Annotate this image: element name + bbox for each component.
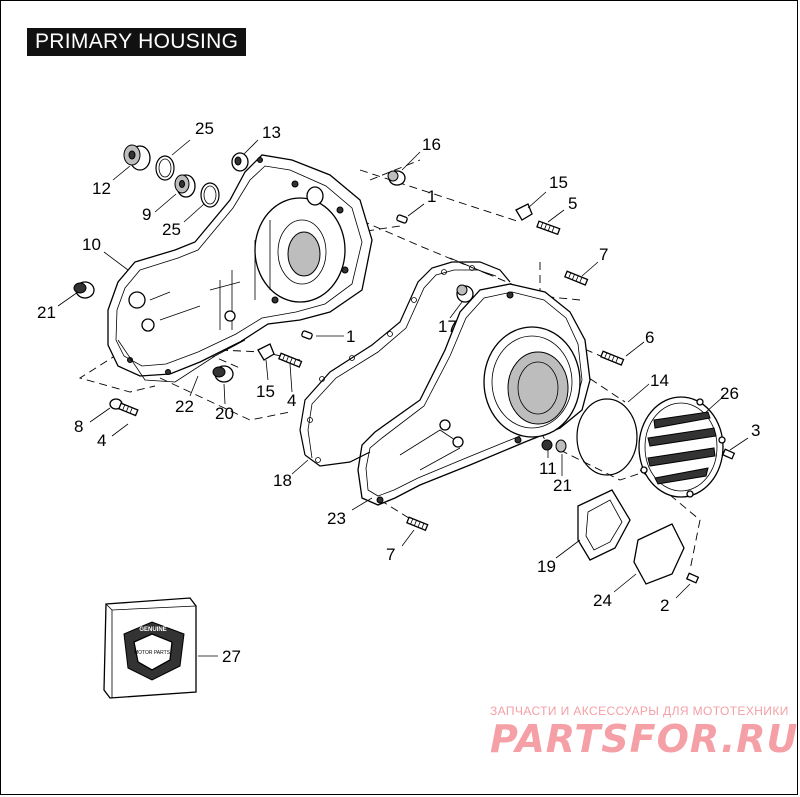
callout-16: 16 bbox=[422, 135, 441, 154]
callout-23: 23 bbox=[327, 509, 346, 528]
dowel-20 bbox=[212, 365, 234, 383]
callout-22: 22 bbox=[175, 397, 194, 416]
inspection-gasket-19 bbox=[577, 489, 631, 561]
callout-27: 27 bbox=[222, 647, 241, 666]
leader-lines bbox=[57, 139, 749, 657]
derby-cover-26 bbox=[638, 396, 726, 498]
bearing-12 bbox=[123, 144, 151, 171]
bushing-16 bbox=[387, 170, 406, 186]
callout-15-top: 15 bbox=[549, 173, 568, 192]
callout-8: 8 bbox=[74, 417, 83, 436]
callout-13: 13 bbox=[262, 123, 281, 142]
callout-7-top: 7 bbox=[599, 245, 608, 264]
box-logo-subtext: MOTOR PARTS bbox=[134, 650, 171, 656]
callout-25-bottom: 25 bbox=[162, 220, 181, 239]
watermark-caption: ЗАПЧАСТИ И АКСЕССУАРЫ ДЛЯ МОТОТЕХНИКИ bbox=[490, 704, 789, 718]
callout-26: 26 bbox=[720, 384, 739, 403]
callout-21-left: 21 bbox=[37, 303, 56, 322]
callout-4-bottom: 4 bbox=[97, 431, 106, 450]
callout-19: 19 bbox=[537, 557, 556, 576]
callout-1-top: 1 bbox=[427, 187, 436, 206]
retaining-ring-25-upper bbox=[155, 155, 175, 181]
dowel-1-upper bbox=[396, 214, 408, 224]
callout-2: 2 bbox=[660, 596, 669, 615]
gasket-22 bbox=[117, 339, 246, 383]
watermark-logo: PARTSFOR.RU bbox=[490, 717, 799, 761]
callout-10: 10 bbox=[82, 235, 101, 254]
gasket-18 bbox=[299, 261, 511, 467]
primary-cover bbox=[357, 283, 591, 506]
callout-12: 12 bbox=[92, 179, 111, 198]
callout-labels: 25 13 16 15 12 1 5 9 25 10 7 21 17 1 6 1… bbox=[37, 119, 760, 666]
clip-15-lower bbox=[257, 343, 275, 361]
inner-primary-housing bbox=[107, 154, 373, 377]
callout-20: 20 bbox=[215, 404, 234, 423]
callout-18: 18 bbox=[273, 471, 292, 490]
box-logo-text: GENUINE bbox=[139, 627, 166, 633]
callout-14: 14 bbox=[650, 371, 669, 390]
callout-5: 5 bbox=[568, 194, 577, 213]
callout-4-mid: 4 bbox=[287, 391, 296, 410]
inspection-cover-24 bbox=[633, 523, 685, 585]
callout-24: 24 bbox=[593, 591, 612, 610]
nut-11 bbox=[541, 439, 553, 451]
dowel-1-lower bbox=[301, 330, 313, 340]
callout-6: 6 bbox=[645, 328, 654, 347]
screws bbox=[118, 220, 736, 584]
callout-3: 3 bbox=[751, 421, 760, 440]
o-ring-14 bbox=[576, 398, 638, 476]
retaining-ring-25-lower bbox=[200, 182, 220, 208]
callout-17: 17 bbox=[438, 317, 457, 336]
callout-25-top: 25 bbox=[195, 119, 214, 138]
bearing-9 bbox=[174, 174, 196, 198]
dowel-17 bbox=[456, 284, 474, 303]
genuine-parts-box: GENUINE MOTOR PARTS bbox=[103, 597, 197, 699]
callout-11: 11 bbox=[539, 459, 557, 478]
callout-1-bottom: 1 bbox=[346, 327, 355, 346]
callout-9: 9 bbox=[142, 205, 151, 224]
callout-15-bottom: 15 bbox=[256, 382, 275, 401]
plug-21-right bbox=[555, 439, 567, 453]
page-title: PRIMARY HOUSING bbox=[27, 28, 247, 56]
dowel-21-left bbox=[73, 281, 95, 299]
callout-21-right: 21 bbox=[553, 476, 572, 495]
callout-7-bottom: 7 bbox=[386, 545, 395, 564]
seal-13 bbox=[231, 152, 249, 172]
